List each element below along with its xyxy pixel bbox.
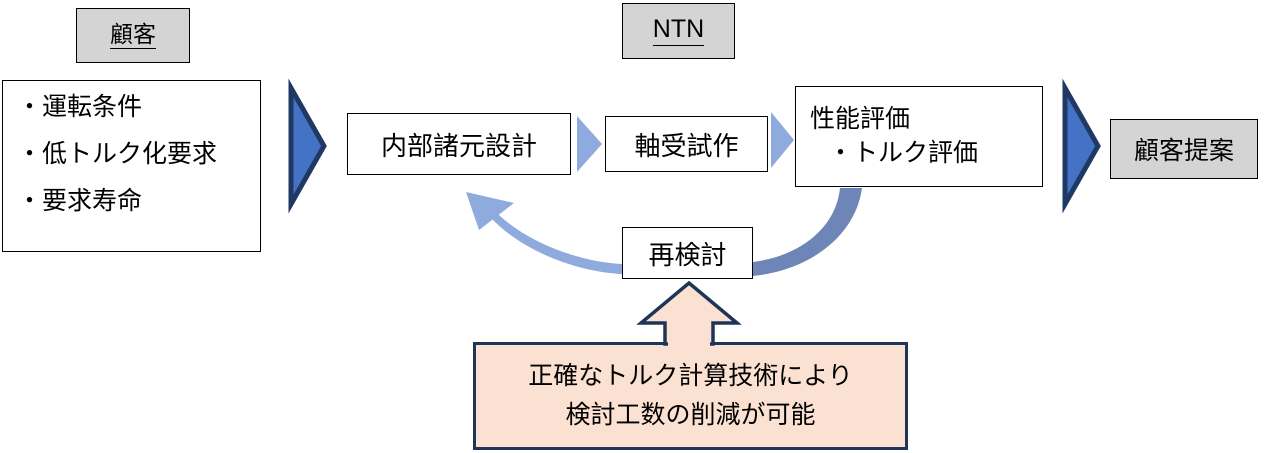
curved-connector-icon [753,188,862,276]
customer-requirements-box: ・運転条件 ・低トルク化要求 ・要求寿命 [2,80,261,252]
process-box-performance-evaluation-line2: ・トルク評価 [828,138,979,167]
small-blue-chevron-icon [577,116,602,172]
big-blue-chevron-icon [1062,78,1101,214]
callout-line-2: 検討工数の削減が可能 [565,401,816,429]
process-box-rework: 再検討 [622,227,753,279]
output-box-customer-proposal: 顧客提案 [1110,119,1258,179]
small-blue-chevron-icon [771,112,794,168]
up-block-arrow-icon [636,280,742,346]
curved-feedback-arrow-icon [466,192,622,274]
process-box-internal-design-label: 内部諸元設計 [380,130,537,161]
actor-label-customer: 顧客 [76,8,190,63]
process-box-performance-evaluation: 性能評価 ・トルク評価 [795,86,1043,187]
big-blue-chevron-icon [288,78,327,214]
actor-label-ntn-text: NTN [652,16,705,46]
actor-label-ntn: NTN [622,3,735,59]
callout-box: 正確なトルク計算技術により 検討工数の削減が可能 [473,342,908,450]
actor-label-customer-text: 顧客 [110,21,156,50]
list-item: ・低トルク化要求 [17,140,218,168]
output-box-customer-proposal-label: 顧客提案 [1133,137,1234,165]
process-box-performance-evaluation-line1: 性能評価 [810,104,911,133]
callout-line-1: 正確なトルク計算技術により [528,362,853,391]
process-box-internal-design: 内部諸元設計 [347,113,571,175]
list-item: ・運転条件 [17,93,143,121]
process-box-bearing-prototype: 軸受試作 [605,116,768,172]
process-box-bearing-prototype-label: 軸受試作 [634,130,739,161]
list-item: ・要求寿命 [17,187,143,215]
process-box-performance-evaluation-lines: 性能評価 ・トルク評価 [810,103,978,171]
process-box-rework-label: 再検討 [648,239,727,270]
